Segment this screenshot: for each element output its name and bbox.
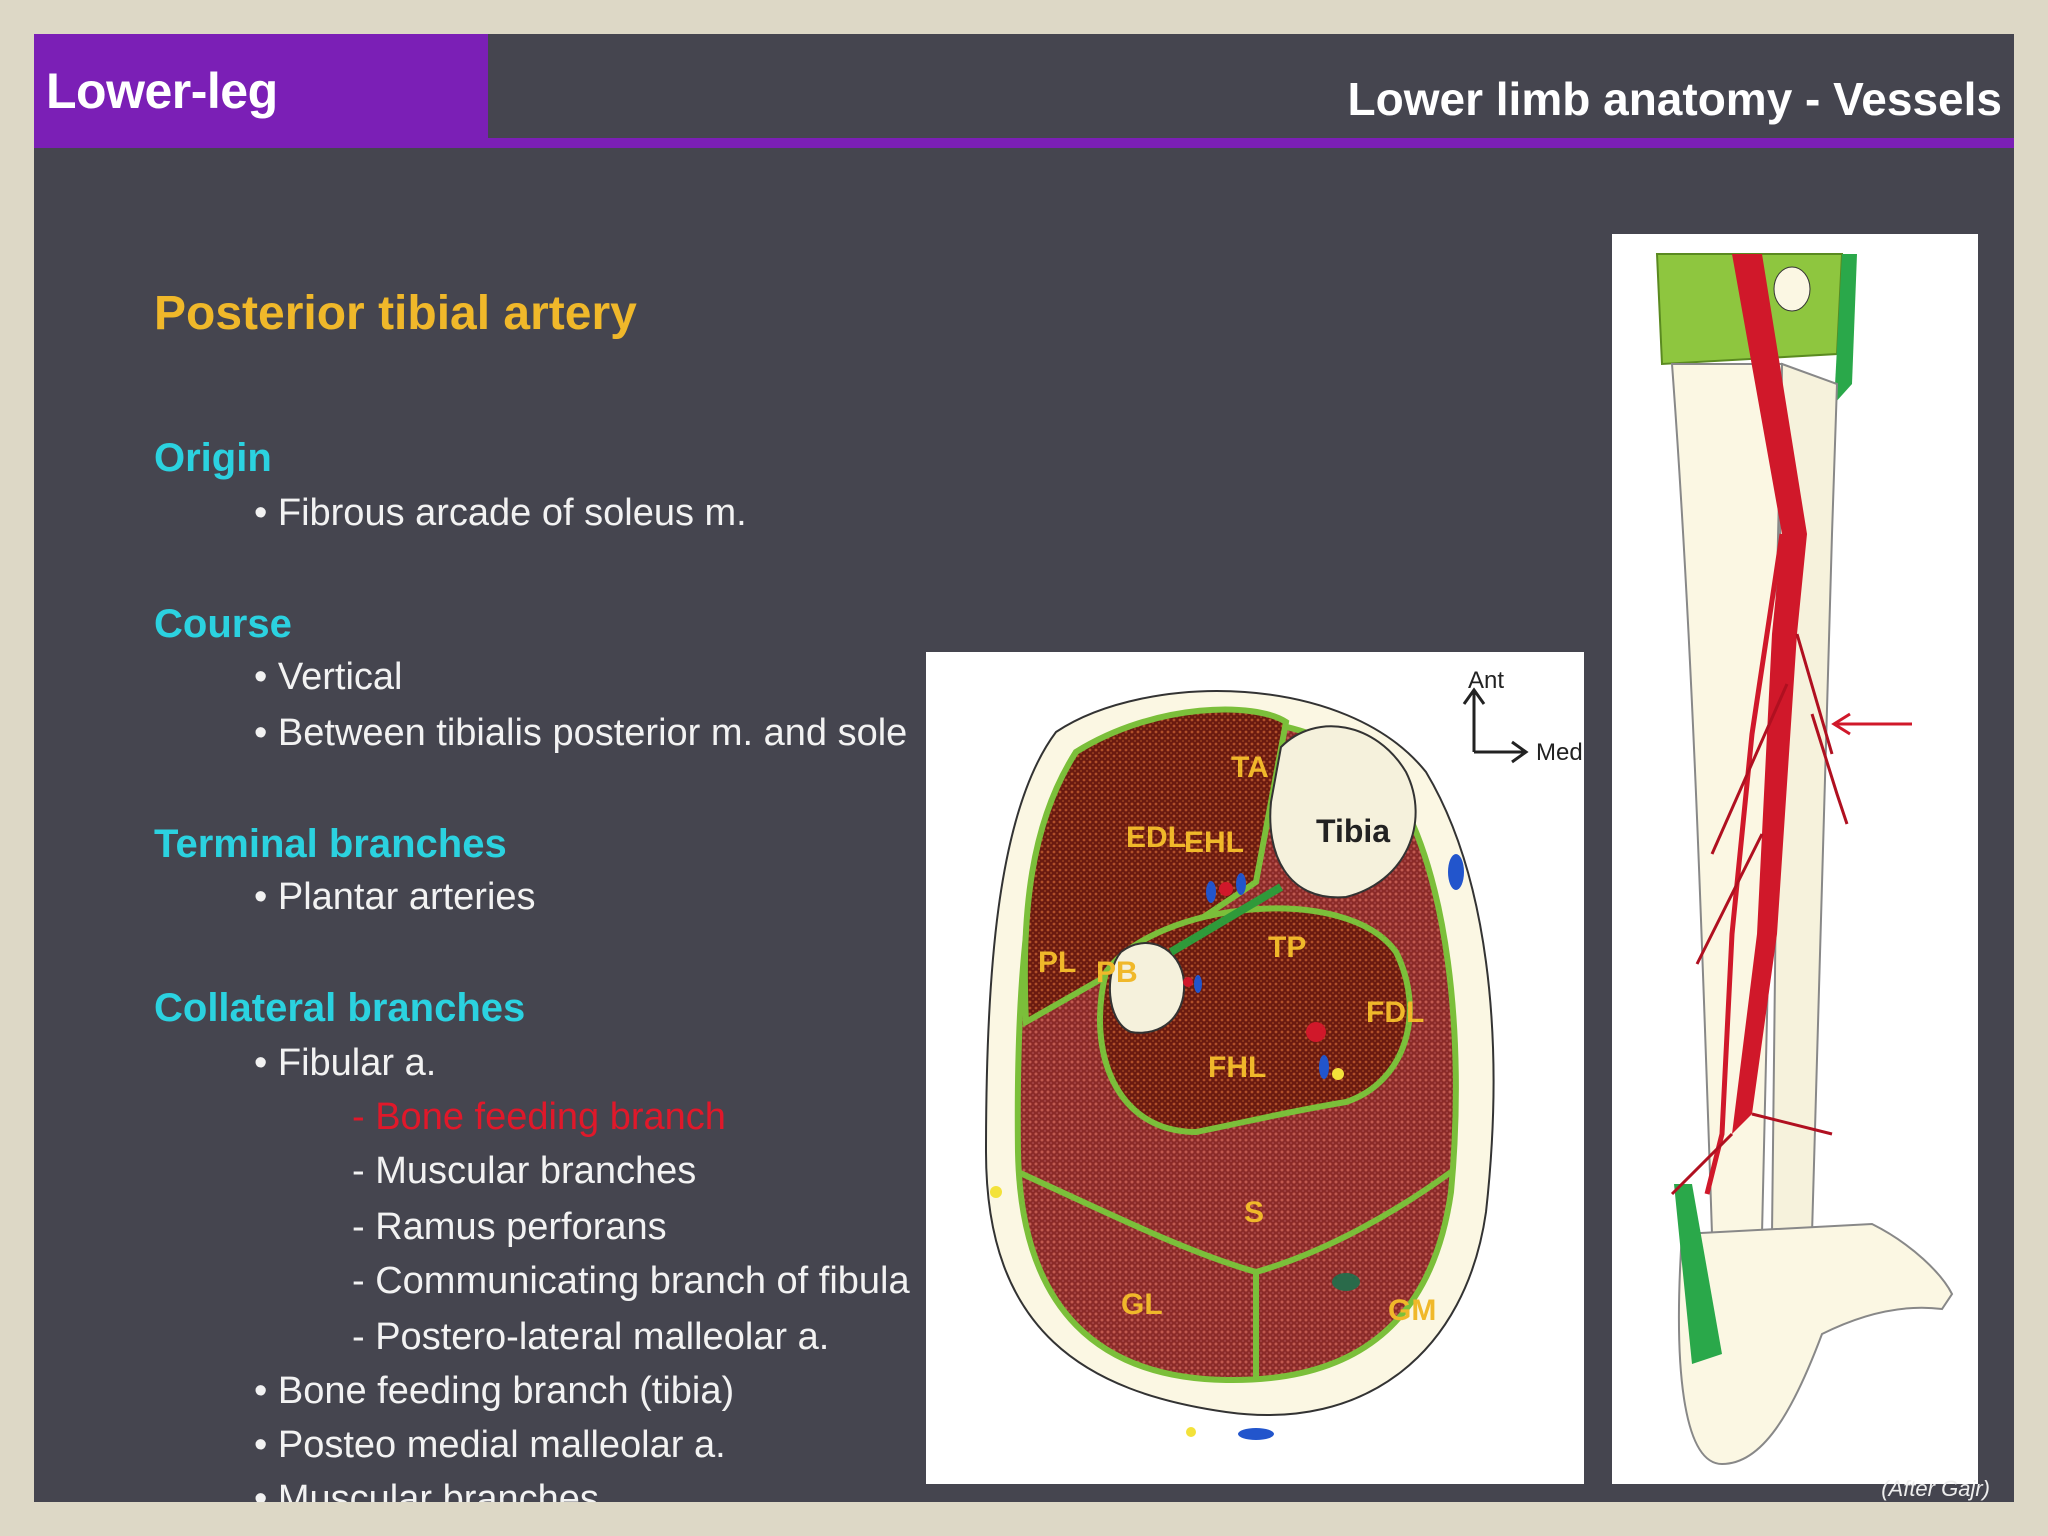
subheading-course: Course bbox=[154, 602, 292, 646]
section-tab: Lower-leg bbox=[34, 34, 488, 142]
bullet-origin-1: • Fibrous arcade of soleus m. bbox=[254, 492, 747, 534]
small-saphenous-vein bbox=[1332, 1273, 1360, 1291]
section-label: Lower-leg bbox=[46, 63, 278, 119]
label-edl: EDL bbox=[1126, 821, 1186, 854]
bullet-collateral-6: - Postero-lateral malleolar a. bbox=[352, 1316, 830, 1358]
medial-muscle-strip bbox=[1834, 254, 1857, 404]
bullet-collateral-7: • Bone feeding branch (tibia) bbox=[254, 1370, 735, 1412]
label-gl: GL bbox=[1121, 1288, 1163, 1321]
interosseous-membrane bbox=[1168, 883, 1284, 956]
muscular-branch-1 bbox=[1795, 633, 1834, 755]
bullet-terminal-1: • Plantar arteries bbox=[254, 876, 536, 918]
label-ehl: EHL bbox=[1184, 826, 1244, 859]
orientation-med-label: Med bbox=[1536, 739, 1583, 766]
bullet-collateral-9: • Muscular branches bbox=[254, 1478, 599, 1502]
bullet-collateral-8: • Posteo medial malleolar a. bbox=[254, 1424, 726, 1466]
cross-section-figure: TA EDL EHL Tibia PL PB TP FDL FHL S GL G… bbox=[926, 652, 1584, 1484]
subheading-origin: Origin bbox=[154, 436, 272, 480]
figure-credit: (After Gajr) bbox=[1881, 1476, 1990, 1501]
arrowhead-med bbox=[1511, 740, 1529, 764]
arrowhead-ant bbox=[1462, 687, 1486, 705]
leg-vessels-illustration bbox=[1655, 253, 1954, 1466]
subheading-terminal-branches: Terminal branches bbox=[154, 822, 507, 866]
bullet-collateral-4: - Ramus perforans bbox=[352, 1206, 667, 1248]
muscular-branch-3 bbox=[1695, 833, 1764, 965]
vessel-fibular-vein bbox=[1194, 975, 1202, 993]
slide: Lower-leg Lower limb anatomy - Vessels P… bbox=[34, 34, 2014, 1502]
muscular-branch-2 bbox=[1710, 683, 1789, 855]
ankle-tendon bbox=[1674, 1184, 1722, 1364]
label-s: S bbox=[1244, 1196, 1264, 1229]
label-fdl: FDL bbox=[1366, 996, 1424, 1029]
bullet-collateral-3: - Muscular branches bbox=[352, 1150, 697, 1192]
malleolar-branch-2 bbox=[1751, 1112, 1833, 1136]
superficial-nerve-lateral bbox=[990, 1186, 1002, 1198]
bullet-collateral-5: - Communicating branch of fibula bbox=[352, 1260, 910, 1302]
gastrocnemius-divider bbox=[1016, 1169, 1453, 1276]
label-tp: TP bbox=[1268, 931, 1306, 964]
great-saphenous-vein bbox=[1448, 854, 1464, 890]
tibia-bone bbox=[1269, 725, 1417, 899]
label-pb: PB bbox=[1096, 956, 1138, 989]
bullet-course-2: • Between tibialis posterior m. and sole bbox=[254, 712, 908, 754]
vessel-fibular-artery bbox=[1183, 977, 1193, 987]
vessel-anterior-tibial-vein-2 bbox=[1236, 873, 1246, 895]
heading-posterior-tibial-artery: Posterior tibial artery bbox=[154, 287, 637, 340]
label-gm: GM bbox=[1388, 1294, 1436, 1327]
sural-vein bbox=[1238, 1428, 1274, 1440]
vessel-anterior-tibial-artery bbox=[1219, 882, 1233, 896]
pointer-arrowhead bbox=[1831, 712, 1851, 736]
vessel-posterior-tibial-artery bbox=[1306, 1022, 1326, 1042]
label-ta: TA bbox=[1231, 751, 1269, 784]
label-fhl: FHL bbox=[1208, 1051, 1266, 1084]
bone-feeding-branch bbox=[1810, 713, 1849, 825]
orientation-ant-label: Ant bbox=[1468, 667, 1504, 694]
fibular-artery-branch bbox=[1704, 533, 1785, 1195]
label-pl: PL bbox=[1038, 946, 1076, 979]
header-divider bbox=[34, 138, 2014, 148]
subheading-collateral-branches: Collateral branches bbox=[154, 986, 526, 1030]
sural-nerve bbox=[1186, 1427, 1196, 1437]
fibula-bone bbox=[1108, 942, 1186, 1034]
foot-illustration bbox=[1678, 1222, 1954, 1466]
cross-section-diagram: TA EDL EHL Tibia PL PB TP FDL FHL S GL G… bbox=[984, 667, 1583, 1440]
vessel-anterior-tibial-vein-1 bbox=[1206, 881, 1216, 903]
bullet-collateral-1: • Fibular a. bbox=[254, 1042, 437, 1084]
knee-tendon-opening bbox=[1773, 266, 1811, 312]
malleolar-branch-1 bbox=[1670, 1132, 1734, 1196]
posterior-tibial-artery-main bbox=[1732, 254, 1807, 1134]
leg-illustration-figure bbox=[1612, 234, 1978, 1484]
slide-title: Lower limb anatomy - Vessels bbox=[1347, 73, 2002, 125]
tibial-nerve bbox=[1332, 1068, 1344, 1080]
bullet-collateral-2: - Bone feeding branch bbox=[352, 1096, 726, 1138]
label-tibia: Tibia bbox=[1316, 813, 1390, 849]
bullet-course-1: • Vertical bbox=[254, 656, 403, 698]
vessel-posterior-tibial-vein bbox=[1319, 1055, 1329, 1079]
